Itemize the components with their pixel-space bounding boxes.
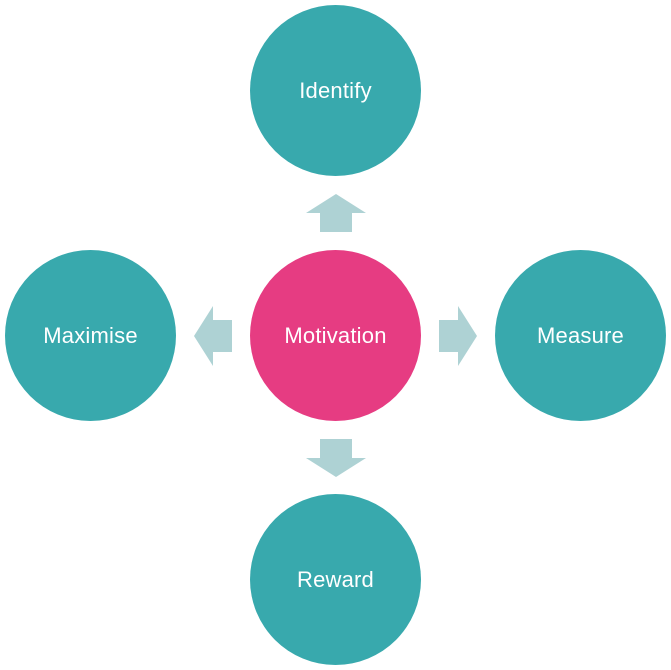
center-node-motivation: Motivation	[250, 250, 421, 421]
center-node-label: Motivation	[284, 322, 387, 348]
arrow-down-icon	[306, 439, 366, 477]
node-identify-label: Identify	[299, 77, 372, 103]
node-maximise-label: Maximise	[43, 322, 138, 348]
arrow-left-icon	[194, 306, 232, 366]
arrow-up-icon	[306, 194, 366, 232]
arrow-right-icon	[439, 306, 477, 366]
node-measure: Measure	[495, 250, 666, 421]
node-measure-label: Measure	[537, 322, 624, 348]
node-reward-label: Reward	[296, 566, 374, 592]
node-maximise: Maximise	[5, 250, 176, 421]
node-identify: Identify	[250, 5, 421, 176]
node-reward: Reward	[250, 494, 421, 665]
